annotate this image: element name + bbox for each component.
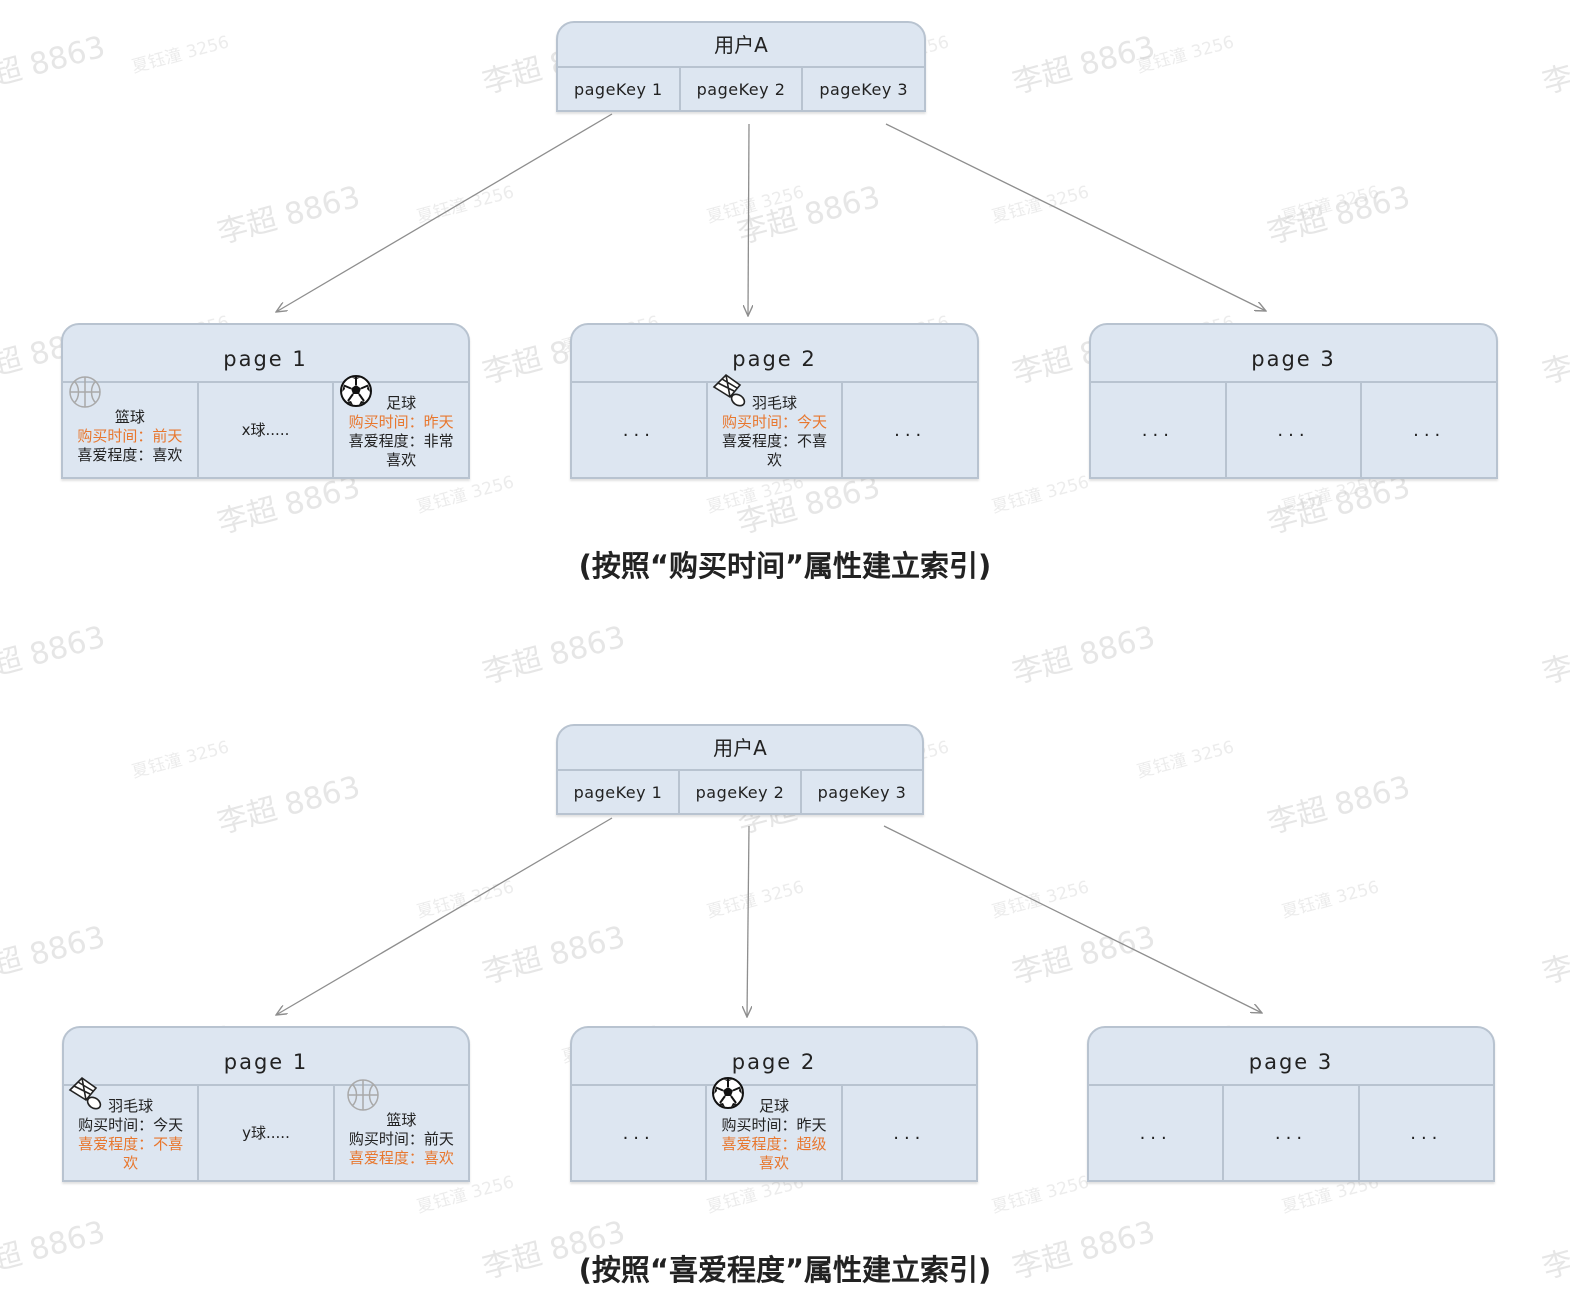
shuttlecock-icon: [710, 373, 748, 412]
page-2-node: page 2 ... 足球 购买时间：昨天 喜爱程度：超级 喜欢 ...: [570, 1026, 978, 1182]
preference-level-cont: 欢: [767, 451, 783, 469]
ellipsis-cell: ...: [894, 419, 927, 441]
preference-level: 喜爱程度：喜欢: [77, 445, 183, 464]
preference-level: 喜爱程度：超级: [721, 1135, 827, 1153]
placeholder-text: y球.....: [242, 1123, 290, 1142]
placeholder-cell: x球.....: [199, 383, 335, 477]
user-title: 用户A: [713, 736, 767, 760]
purchase-time: 购买时间：今天: [722, 413, 828, 431]
item-name: 篮球: [114, 407, 145, 426]
ellipsis-cell: ...: [1410, 1122, 1443, 1144]
preference-level: 喜爱程度：非常: [348, 432, 454, 450]
item-name: 羽毛球: [108, 1097, 154, 1115]
page-title: page 1: [223, 1050, 309, 1074]
user-node: 用户A pageKey 1 pageKey 2 pageKey 3: [556, 21, 926, 112]
ellipsis-cell: ...: [1089, 1086, 1225, 1180]
basketball-icon: [67, 374, 103, 415]
shuttlecock-icon: [66, 1076, 104, 1115]
page-3-node: page 3 ... ... ...: [1089, 323, 1498, 479]
item-cell-basketball: 篮球 购买时间：前天 喜爱程度：喜欢: [63, 376, 199, 477]
arrow-to-page-2: [747, 123, 749, 1017]
user-title: 用户A: [714, 33, 768, 57]
preference-level-cont: 喜欢: [386, 451, 417, 469]
page-title: page 2: [731, 1050, 817, 1074]
preference-level-cont: 喜欢: [758, 1154, 789, 1172]
ellipsis-cell: ...: [1413, 419, 1446, 441]
page-title: page 3: [1248, 1050, 1334, 1074]
page-3-node: page 3 ... ... ...: [1087, 1026, 1495, 1182]
page-2-node: page 2 ... 羽毛球 购买时间：今天 喜爱程度：不喜 欢 ...: [570, 323, 979, 479]
item-name: 羽毛球: [752, 394, 798, 412]
caption-preference-index: (按照“喜爱程度”属性建立索引): [578, 1253, 992, 1287]
soccer-ball-icon: [339, 374, 373, 413]
basketball-icon: [345, 1077, 381, 1118]
ellipsis-cell: ...: [572, 383, 708, 477]
preference-level: 喜爱程度：不喜: [722, 432, 828, 450]
purchase-time: 购买时间：前天: [77, 426, 183, 445]
item-cell-soccer: 足球 购买时间：昨天 喜爱程度：超级 喜欢: [707, 1077, 843, 1180]
placeholder-cell: y球.....: [199, 1086, 335, 1180]
pagekey-1: pageKey 1: [558, 771, 680, 813]
placeholder-text: x球.....: [241, 420, 290, 439]
pagekey-2: pageKey 2: [681, 68, 804, 110]
soccer-ball-icon: [711, 1076, 745, 1115]
item-cell-soccer: 足球 购买时间：昨天 喜爱程度：非常 喜欢: [334, 375, 468, 477]
purchase-time: 购买时间：今天: [78, 1116, 184, 1134]
item-cell-shuttlecock: 羽毛球 购买时间：今天 喜爱程度：不喜 欢: [708, 373, 844, 477]
arrow-to-page-1: [276, 113, 613, 1015]
item-cell-basketball: 篮球 购买时间：前天 喜爱程度：喜欢: [335, 1079, 468, 1180]
caption-purchase-time-index: (按照“购买时间”属性建立索引): [578, 549, 992, 583]
page-1-node: page 1 篮球 购买时间：前天 喜爱程度：喜欢 x球..... 足球 购买时…: [61, 323, 470, 479]
ellipsis-cell: ...: [1224, 1086, 1360, 1180]
page-title: page 2: [732, 347, 817, 371]
ellipsis-cell: ...: [572, 1086, 708, 1180]
preference-level: 喜爱程度：不喜: [78, 1135, 184, 1153]
pagekey-2: pageKey 2: [680, 771, 802, 813]
pagekey-3: pageKey 3: [817, 782, 907, 802]
ellipsis-cell: ...: [1091, 383, 1227, 477]
item-name: 篮球: [386, 1110, 417, 1129]
preference-level-cont: 欢: [123, 1154, 139, 1172]
user-node: 用户A pageKey 1 pageKey 2 pageKey 3: [556, 724, 924, 815]
item-cell-shuttlecock: 羽毛球 购买时间：今天 喜爱程度：不喜 欢: [64, 1076, 200, 1180]
preference-level: 喜爱程度：喜欢: [348, 1148, 454, 1167]
pagekey-1: pageKey 1: [558, 68, 681, 110]
ellipsis-cell: ...: [1227, 383, 1363, 477]
arrow-to-page-3: [883, 123, 1266, 1013]
pagekey-3: pageKey 3: [819, 79, 909, 99]
page-title: page 3: [1251, 347, 1336, 371]
item-name: 足球: [386, 394, 417, 412]
ellipsis-cell: ...: [893, 1122, 926, 1144]
page-1-node: page 1 羽毛球 购买时间：今天 喜爱程度：不喜 欢 y球..... 篮球 …: [62, 1026, 470, 1182]
purchase-time: 购买时间：前天: [348, 1129, 454, 1148]
purchase-time: 购买时间：昨天: [348, 413, 454, 431]
purchase-time: 购买时间：昨天: [721, 1116, 827, 1134]
item-name: 足球: [758, 1097, 789, 1115]
page-title: page 1: [223, 347, 308, 371]
